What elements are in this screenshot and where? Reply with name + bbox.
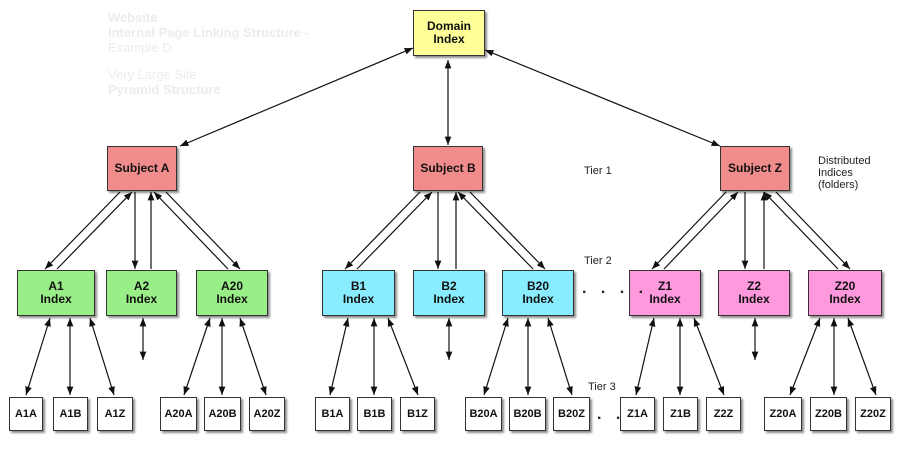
arrow-a20-a20z <box>239 317 267 396</box>
leaf-z1b: Z1B <box>663 397 698 431</box>
arrow-a20-a20a <box>183 317 211 396</box>
arrow-b1-b1z <box>387 317 419 396</box>
arrow-subject-b-b20-down <box>469 191 546 270</box>
subject-a-box: Subject A <box>107 146 177 191</box>
arrow-subject-a-a1-down <box>44 191 121 270</box>
arrow-root-subject-a <box>179 47 414 147</box>
leaf-b20b: B20B <box>509 397 546 431</box>
index-b2-box: B2 Index <box>413 270 485 316</box>
leaf-b1a: B1A <box>315 397 350 431</box>
leaf-b1z: B1Z <box>400 397 435 431</box>
leaf-a20b: A20B <box>204 397 241 431</box>
subject-b-box: Subject B <box>413 146 483 191</box>
leaf-z1a: Z1A <box>620 397 655 431</box>
index-b20-box: B20 Index <box>502 270 574 316</box>
ellipsis-tier3: . . <box>597 406 626 423</box>
tier-2-label: Tier 2 <box>584 255 612 267</box>
subject-z-box: Subject Z <box>720 146 790 191</box>
arrow-subject-z-z1-up <box>663 191 739 270</box>
leaf-a20z: A20Z <box>249 397 285 431</box>
leaf-a1b: A1B <box>53 397 88 431</box>
leaf-z2z: Z2Z <box>706 397 741 431</box>
arrow-root-subject-z <box>484 49 721 147</box>
arrow-z20-z20z <box>847 317 877 396</box>
index-a20-box: A20 Index <box>196 270 268 316</box>
arrow-a1-a1z <box>89 317 115 396</box>
arrow-subject-a-a20-down <box>165 191 241 270</box>
faded-title-line2: Internal Page Linking Structure - <box>108 25 309 40</box>
index-a1-box: A1 Index <box>17 270 95 316</box>
index-b1-box: B1 Index <box>322 270 395 316</box>
faded-title-line4: Very Large Site <box>108 67 197 82</box>
leaf-a20a: A20A <box>160 397 197 431</box>
arrow-z1-z1a <box>634 317 656 396</box>
arrow-subject-b-b20-up <box>457 191 534 270</box>
faded-title-line1: Website <box>108 10 158 25</box>
arrow-subject-z-z20-down <box>775 191 851 270</box>
leaf-z20b: Z20B <box>810 397 847 431</box>
index-a2-box: A2 Index <box>106 270 177 316</box>
ellipsis-tier2: . . . . <box>582 280 649 297</box>
index-z1-box: Z1 Index <box>629 270 701 316</box>
arrow-b20-b20a <box>483 317 509 396</box>
index-z20-box: Z20 Index <box>808 270 882 316</box>
tier-1-label: Tier 1 <box>584 165 612 177</box>
leaf-b1b: B1B <box>357 397 392 431</box>
arrow-subject-b-b1-down <box>344 191 421 270</box>
leaf-b20z: B20Z <box>553 397 590 431</box>
leaf-z20z: Z20Z <box>855 397 891 431</box>
arrow-z1-z2z <box>693 317 725 396</box>
domain-index-box: Domain Index <box>413 10 485 56</box>
leaf-b20a: B20A <box>465 397 502 431</box>
leaf-a1z: A1Z <box>97 397 133 431</box>
faded-title: Website Internal Page Linking Structure … <box>108 10 309 97</box>
arrow-b1-b1a <box>328 317 350 396</box>
index-z2-box: Z2 Index <box>718 270 790 316</box>
arrow-subject-z-z20-up <box>763 191 839 270</box>
tier-3-label: Tier 3 <box>588 381 616 393</box>
arrow-subject-a-a1-up <box>56 191 133 270</box>
leaf-a1a: A1A <box>9 397 43 431</box>
faded-title-line3: Example D <box>108 40 172 55</box>
arrow-b20-b20z <box>547 317 573 396</box>
arrow-subject-a-a20-up <box>153 191 229 270</box>
arrow-z20-z20a <box>789 317 821 396</box>
distributed-indices-note: Distributed Indices (folders) <box>818 155 871 191</box>
arrow-a1-a1a <box>25 317 51 396</box>
arrow-subject-z-z1-down <box>651 191 727 270</box>
arrow-subject-b-b1-up <box>356 191 433 270</box>
leaf-z20a: Z20A <box>764 397 802 431</box>
